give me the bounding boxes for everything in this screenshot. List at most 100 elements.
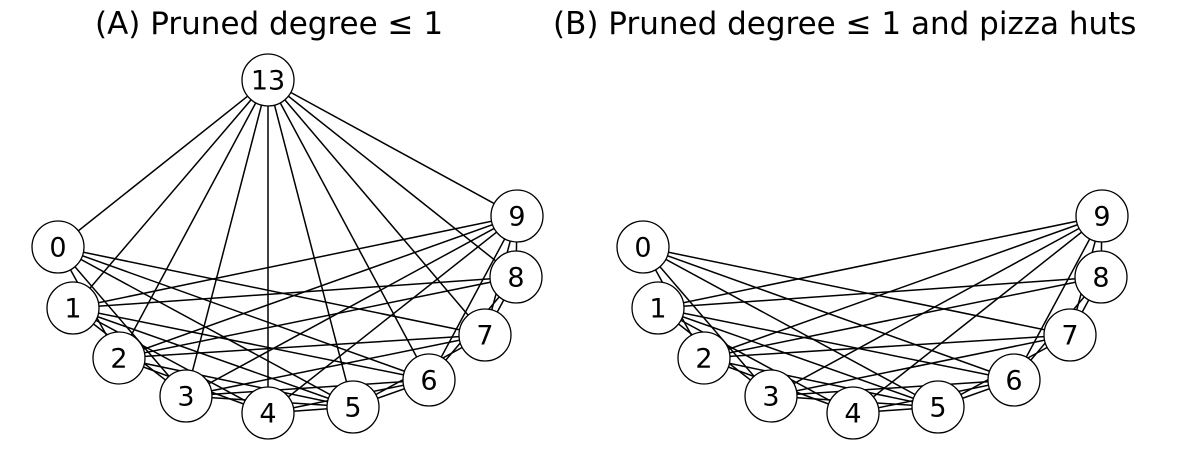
edge-2-9 [118,215,518,359]
node-label: 0 [49,233,66,264]
panel-b-title: (B) Pruned degree ≤ 1 and pizza huts [553,6,1137,42]
node-label: 1 [649,294,666,325]
node-label: 5 [929,393,946,424]
node-circle [987,353,1041,407]
node-9: 9 [1075,189,1129,243]
panel-a-title: (A) Pruned degree ≤ 1 [95,6,444,42]
edge-1-4 [657,307,854,414]
node-circle [826,386,880,440]
edge-13-7 [267,79,486,336]
node-circle [1043,308,1097,362]
node-7: 7 [458,308,512,362]
node-9: 9 [490,189,544,243]
node-6: 6 [402,353,456,407]
edge-2-9 [703,215,1103,359]
edge-3-7 [770,334,1071,397]
node-1: 1 [631,281,685,335]
edge-13-8 [267,79,517,278]
node-1: 1 [46,281,100,335]
edge-1-6 [72,307,430,381]
edge-2-5 [703,357,939,408]
node-0: 0 [31,220,85,274]
node-label: 9 [508,202,525,233]
node-circle [490,189,544,243]
node-13: 13 [241,53,295,107]
edge-2-8 [118,276,517,359]
edge-13-1 [72,79,269,309]
edge-1-8 [72,276,517,309]
edge-13-3 [185,79,269,397]
node-circle [911,380,965,434]
edge-13-6 [267,79,430,381]
panel-a-graph: 0 12 3 4 5 6 78 9 13 [31,53,544,440]
node-8: 8 [1074,250,1128,304]
edge-0-7 [642,246,1071,336]
edge-1-8 [657,276,1102,309]
node-label: 7 [1061,321,1078,352]
node-label: 6 [420,366,437,397]
edge-0-3 [642,246,772,397]
node-5: 5 [326,380,380,434]
edge-6-9 [428,215,518,381]
node-label: 3 [762,382,779,413]
node-circle [241,386,295,440]
edge-1-9 [72,215,518,309]
node-label: 4 [844,399,861,430]
node-label: 8 [507,263,524,294]
edge-13-2 [118,79,269,359]
node-label: 2 [695,344,712,375]
node-5: 5 [911,380,965,434]
node-circle [241,53,295,107]
node-circle [744,369,798,423]
edge-0-7 [57,246,486,336]
node-label: 4 [259,399,276,430]
node-circle [458,308,512,362]
edge-13-0 [57,79,269,248]
node-circle [1075,189,1129,243]
node-label: 8 [1092,263,1109,294]
node-label: 13 [251,66,285,97]
node-circle [326,380,380,434]
edge-4-9 [267,215,518,414]
edges [57,79,518,414]
node-2: 2 [92,331,146,385]
node-7: 7 [1043,308,1097,362]
panel-b-graph: 0 12 3 4 5 6 78 9 [616,189,1129,440]
node-8: 8 [489,250,543,304]
node-6: 6 [987,353,1041,407]
node-label: 3 [177,382,194,413]
node-label: 9 [1093,202,1110,233]
edge-6-9 [1013,215,1103,381]
node-label: 0 [634,233,651,264]
edge-13-5 [267,79,354,408]
edge-2-5 [118,357,354,408]
node-4: 4 [241,386,295,440]
edge-1-5 [72,307,354,408]
node-2: 2 [677,331,731,385]
node-circle [1074,250,1128,304]
node-0: 0 [616,220,670,274]
edge-4-9 [852,215,1103,414]
node-label: 5 [344,393,361,424]
node-label: 7 [476,321,493,352]
edge-2-7 [703,334,1071,359]
node-3: 3 [744,369,798,423]
edge-0-3 [57,246,187,397]
node-circle [489,250,543,304]
node-label: 2 [110,344,127,375]
edge-13-9 [267,79,518,217]
node-circle [31,220,85,274]
node-circle [677,331,731,385]
edge-3-6 [770,379,1015,397]
node-circle [631,281,685,335]
node-label: 6 [1005,366,1022,397]
edge-1-5 [657,307,939,408]
edge-1-6 [657,307,1015,381]
node-4: 4 [826,386,880,440]
edge-3-6 [185,379,430,397]
edge-2-8 [703,276,1102,359]
edge-3-7 [185,334,486,397]
edge-3-9 [185,215,518,397]
node-circle [46,281,100,335]
